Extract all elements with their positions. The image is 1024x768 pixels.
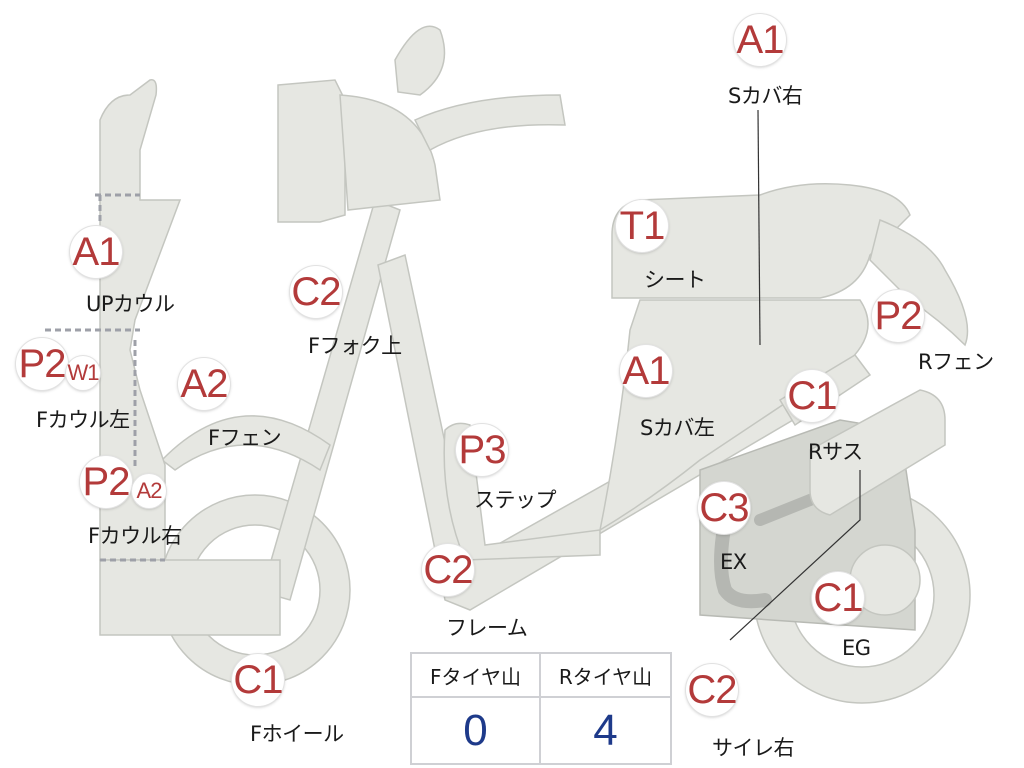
part-label-s-cover-left: Sカバ左: [640, 416, 715, 440]
handlebar: [413, 94, 566, 152]
leader-silencer-right: [729, 470, 861, 641]
part-label-f-fender: Fフェン: [208, 426, 282, 450]
front-cowl-shape: [99, 79, 182, 561]
damage-badge-step: P3: [456, 424, 508, 476]
handle-cover: [339, 94, 441, 211]
rear-fender-shape: [869, 218, 969, 347]
part-label-exhaust: EX: [720, 550, 747, 574]
damage-badge-f-fender: A2: [178, 358, 230, 410]
damage-badge-up-cowl: A1: [70, 226, 122, 278]
part-label-f-cowl-left: Fカウル左: [36, 408, 130, 432]
front-cowl-lower: [99, 559, 281, 636]
damage-badge-exhaust: C3: [698, 482, 750, 534]
part-label-r-fender: Rフェン: [918, 350, 994, 374]
damage-badge-f-fork-upper: C2: [290, 266, 342, 318]
part-label-f-fork-upper: Fフォク上: [308, 334, 402, 358]
part-label-seat: シート: [644, 268, 706, 292]
leader-s-cover-right: [757, 109, 761, 346]
part-label-engine: EG: [842, 636, 871, 660]
damage-badge-engine: C1: [812, 572, 864, 624]
damage-badge-silencer-right: C2: [686, 664, 738, 716]
part-label-silencer-right: サイレ右: [712, 736, 795, 760]
damage-badge-f-cowl-left: P2: [16, 338, 68, 390]
rear-tire-tread-header: Rタイヤ山: [541, 654, 670, 698]
damage-badge-f-cowl-left-w1: W1: [66, 356, 100, 390]
damage-badge-frame: C2: [422, 544, 474, 596]
part-label-up-cowl: UPカウル: [86, 292, 175, 316]
front-tire-tread-value: 0: [412, 698, 541, 763]
part-label-frame: フレーム: [446, 616, 528, 640]
damage-badge-f-wheel: C1: [232, 654, 284, 706]
rear-tire-tread-value: 4: [593, 705, 618, 755]
silencer-shape: [809, 389, 946, 516]
front-fork: [261, 198, 401, 601]
damage-badge-seat: T1: [616, 200, 668, 252]
tire-tread-table: Fタイヤ山 Rタイヤ山 0 4: [410, 652, 672, 765]
headlight: [277, 79, 346, 223]
front-tire-tread-header: Fタイヤ山: [412, 654, 541, 698]
damage-badge-r-suspension: C1: [786, 370, 838, 422]
damage-badge-f-cowl-right-a2: A2: [132, 474, 166, 508]
part-label-r-suspension: Rサス: [808, 440, 863, 464]
part-label-step: ステップ: [474, 488, 557, 512]
part-label-f-wheel: Fホイール: [250, 722, 344, 746]
damage-badge-s-cover-left: A1: [620, 345, 672, 397]
front-fender-shape: [160, 415, 331, 472]
damage-badge-s-cover-right: A1: [734, 14, 786, 66]
damage-badge-f-cowl-right: P2: [80, 456, 132, 508]
part-label-s-cover-right: Sカバ右: [728, 84, 803, 108]
mirror: [394, 25, 446, 96]
part-label-f-cowl-right: Fカウル右: [88, 524, 182, 548]
damage-badge-r-fender: P2: [872, 290, 924, 342]
